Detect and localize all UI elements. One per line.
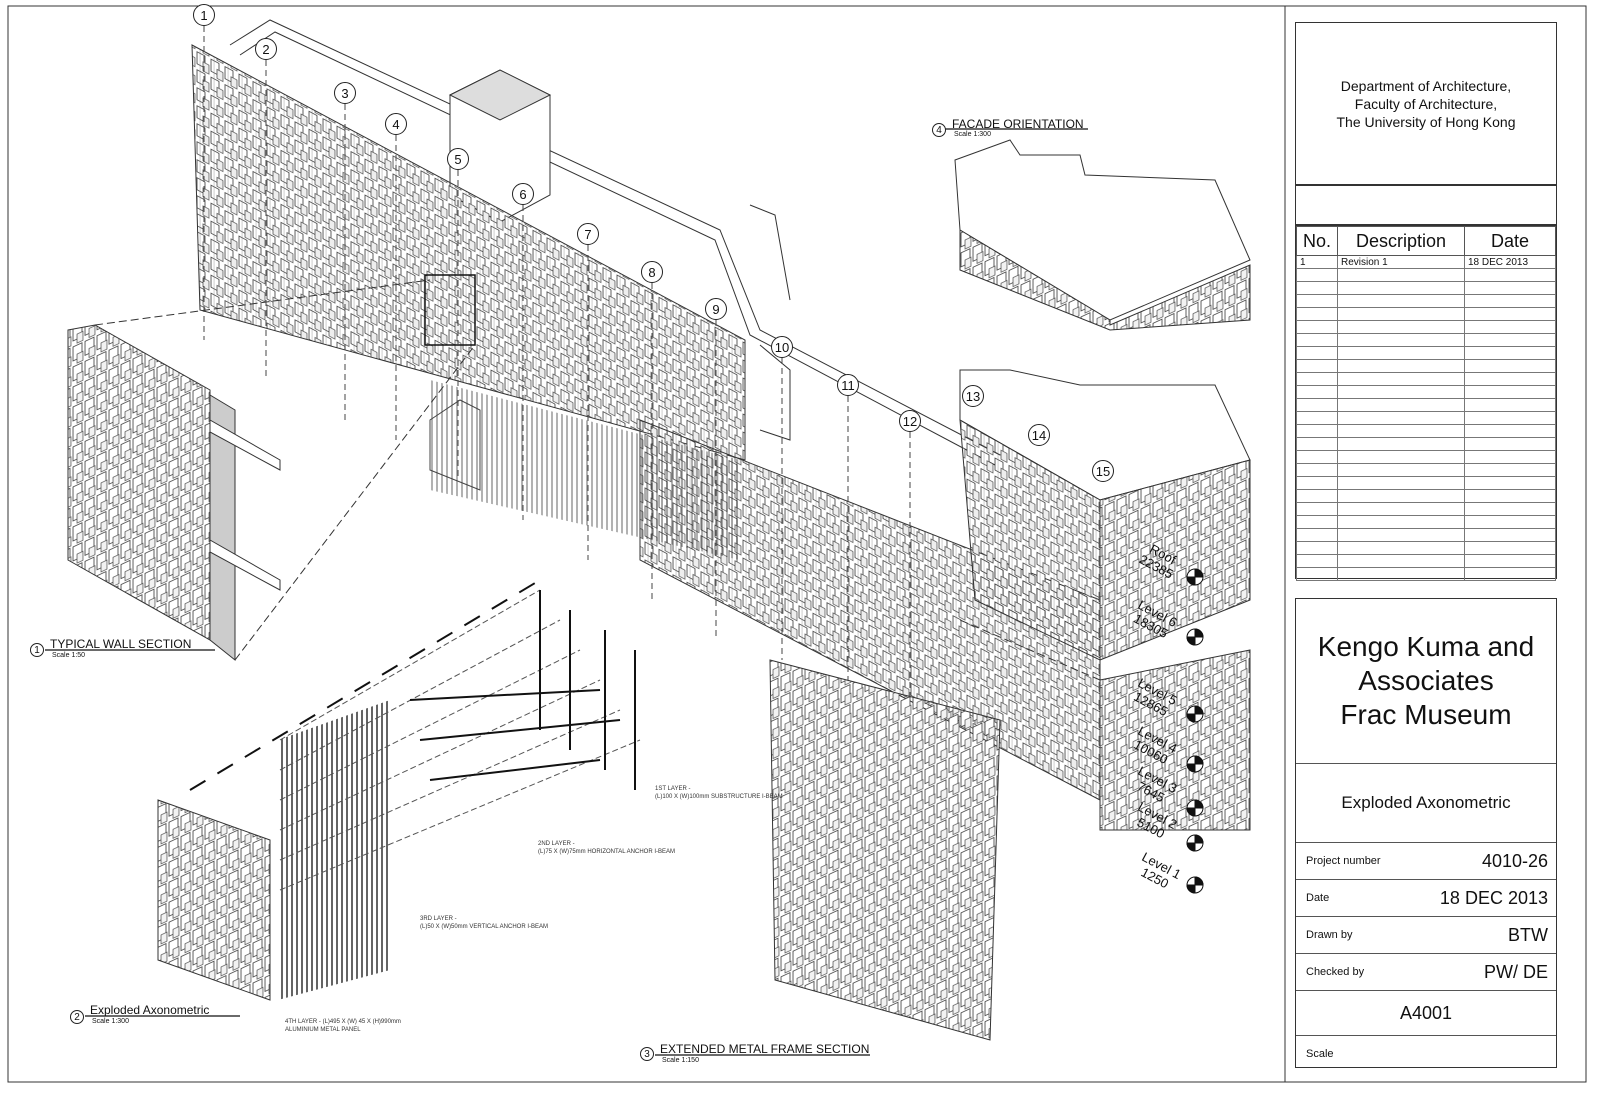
grid-bubble-15: 15	[1092, 460, 1114, 482]
view-title-extended-metal-frame-section: EXTENDED METAL FRAME SECTION	[660, 1042, 870, 1056]
institution-box	[1295, 22, 1557, 185]
revision-date: 18 DEC 2013	[1464, 255, 1556, 269]
revision-row-empty	[1296, 554, 1556, 568]
revision-row-empty	[1296, 476, 1556, 490]
revision-row-empty	[1296, 268, 1556, 282]
grid-bubble-11: 11	[837, 374, 859, 396]
grid-bubble-10: 10	[771, 336, 793, 358]
view-scale-2: Scale 1:300	[92, 1018, 129, 1025]
revision-row-empty	[1296, 489, 1556, 503]
revision-row-empty	[1296, 346, 1556, 360]
view-number-2: 2	[70, 1010, 84, 1024]
revision-header-no: No.	[1296, 226, 1338, 256]
revision-header-description: Description	[1337, 226, 1465, 256]
revision-row-empty	[1296, 294, 1556, 308]
revision-row-empty	[1296, 398, 1556, 412]
revision-row-empty	[1296, 463, 1556, 477]
spacer-box	[1295, 185, 1557, 225]
revision-row-empty	[1296, 411, 1556, 425]
revision-header-date: Date	[1464, 226, 1556, 256]
facade-orientation	[954, 139, 1251, 831]
revision-row-empty	[1296, 567, 1556, 581]
view-scale-4: Scale 1:300	[954, 131, 991, 138]
typical-wall-section	[67, 279, 476, 662]
revision-row-empty	[1296, 372, 1556, 386]
view-number-1: 1	[30, 643, 44, 657]
extended-metal-frame-section	[769, 659, 1001, 1041]
sheet-title: Exploded Axonometric	[1296, 764, 1556, 843]
revision-row-empty	[1296, 437, 1556, 451]
view-title-exploded-axonometric: Exploded Axonometric	[90, 1003, 210, 1017]
grid-bubble-14: 14	[1028, 424, 1050, 446]
layer-note-2: 2ND LAYER -(L)75 X (W)75mm HORIZONTAL AN…	[538, 841, 676, 855]
view-scale-1: Scale 1:50	[52, 652, 86, 659]
grid-bubble-4: 4	[385, 113, 407, 135]
revision-row-empty	[1296, 307, 1556, 321]
institution-text: Department of Architecture,Faculty of Ar…	[1336, 77, 1516, 130]
view-number-4: 4	[932, 123, 946, 137]
layer-note-3: 3RD LAYER -(L)50 X (W)50mm VERTICAL ANCH…	[420, 916, 549, 930]
revision-row-empty	[1296, 541, 1556, 555]
ground-glazing	[430, 380, 740, 560]
revision-row-empty	[1296, 385, 1556, 399]
revision-row-empty	[1296, 281, 1556, 295]
grid-bubble-1: 1	[193, 4, 215, 26]
revision-description: Revision 1	[1337, 255, 1465, 269]
revision-row-empty	[1296, 528, 1556, 542]
scale-row: Scale	[1306, 1048, 1334, 1060]
revision-no: 1	[1296, 255, 1338, 269]
revision-row-empty	[1296, 515, 1556, 529]
view-title-lines	[45, 128, 1088, 1056]
grid-bubble-2: 2	[255, 38, 277, 60]
layer-note-1: 1ST LAYER -(L)100 X (W)100mm SUBSTRUCTUR…	[655, 786, 783, 800]
grid-bubble-13: 13	[962, 385, 984, 407]
grid-bubble-9: 9	[705, 298, 727, 320]
grid-bubble-5: 5	[447, 148, 469, 170]
revision-row-empty	[1296, 320, 1556, 334]
revision-row-empty	[1296, 502, 1556, 516]
grid-lines	[203, 26, 911, 700]
revision-row-empty	[1296, 333, 1556, 347]
sheet-number: A4001	[1296, 991, 1556, 1036]
view-scale-3: Scale 1:150	[662, 1057, 699, 1064]
revision-row-empty	[1296, 359, 1556, 373]
grid-bubble-3: 3	[334, 82, 356, 104]
revision-row-empty	[1296, 450, 1556, 464]
detail-callout-box	[424, 274, 476, 346]
view-title-facade-orientation: FACADE ORIENTATION	[952, 117, 1084, 131]
grid-bubble-12: 12	[899, 410, 921, 432]
grid-bubble-6: 6	[512, 183, 534, 205]
sheet-border	[7, 5, 1587, 1083]
exploded-axonometric-layers	[157, 579, 641, 1001]
view-title-typical-wall-section: TYPICAL WALL SECTION	[50, 637, 192, 651]
level-markers	[1186, 568, 1204, 894]
view-number-3: 3	[640, 1047, 654, 1061]
revision-row-empty	[1296, 424, 1556, 438]
main-facade-upper	[191, 44, 746, 461]
grid-bubble-8: 8	[641, 261, 663, 283]
grid-bubble-7: 7	[577, 223, 599, 245]
